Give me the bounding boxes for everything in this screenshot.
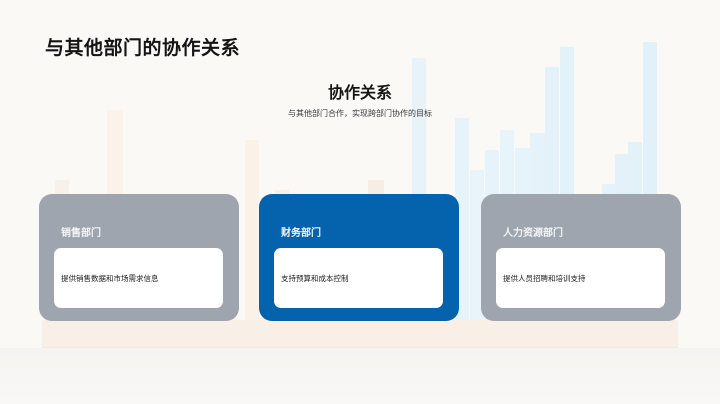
section-heading: 协作关系 bbox=[327, 83, 392, 102]
card-description-box: 提供销售数据和市场需求信息 bbox=[54, 248, 223, 308]
page-title: 与其他部门的协作关系 bbox=[45, 37, 241, 59]
card-hr-department[interactable]: 人力资源部门 提供人员招聘和培训支持 bbox=[481, 194, 681, 321]
bg-floor bbox=[0, 348, 720, 404]
bg-bar bbox=[245, 140, 259, 320]
card-description-box: 提供人员招聘和培训支持 bbox=[496, 248, 665, 308]
card-description: 提供销售数据和市场需求信息 bbox=[61, 273, 159, 283]
card-finance-department[interactable]: 财务部门 支持预算和成本控制 bbox=[259, 194, 459, 321]
card-description: 提供人员招聘和培训支持 bbox=[503, 273, 586, 283]
bg-shelf bbox=[42, 320, 678, 348]
card-description-box: 支持预算和成本控制 bbox=[274, 248, 443, 308]
bg-bar bbox=[470, 170, 484, 320]
card-title: 财务部门 bbox=[281, 228, 321, 239]
card-title: 人力资源部门 bbox=[503, 228, 563, 239]
card-description: 支持预算和成本控制 bbox=[281, 273, 349, 283]
card-sales-department[interactable]: 销售部门 提供销售数据和市场需求信息 bbox=[39, 194, 239, 321]
section-subheading: 与其他部门合作，实现跨部门协作的目标 bbox=[288, 109, 432, 118]
card-title: 销售部门 bbox=[61, 228, 101, 239]
